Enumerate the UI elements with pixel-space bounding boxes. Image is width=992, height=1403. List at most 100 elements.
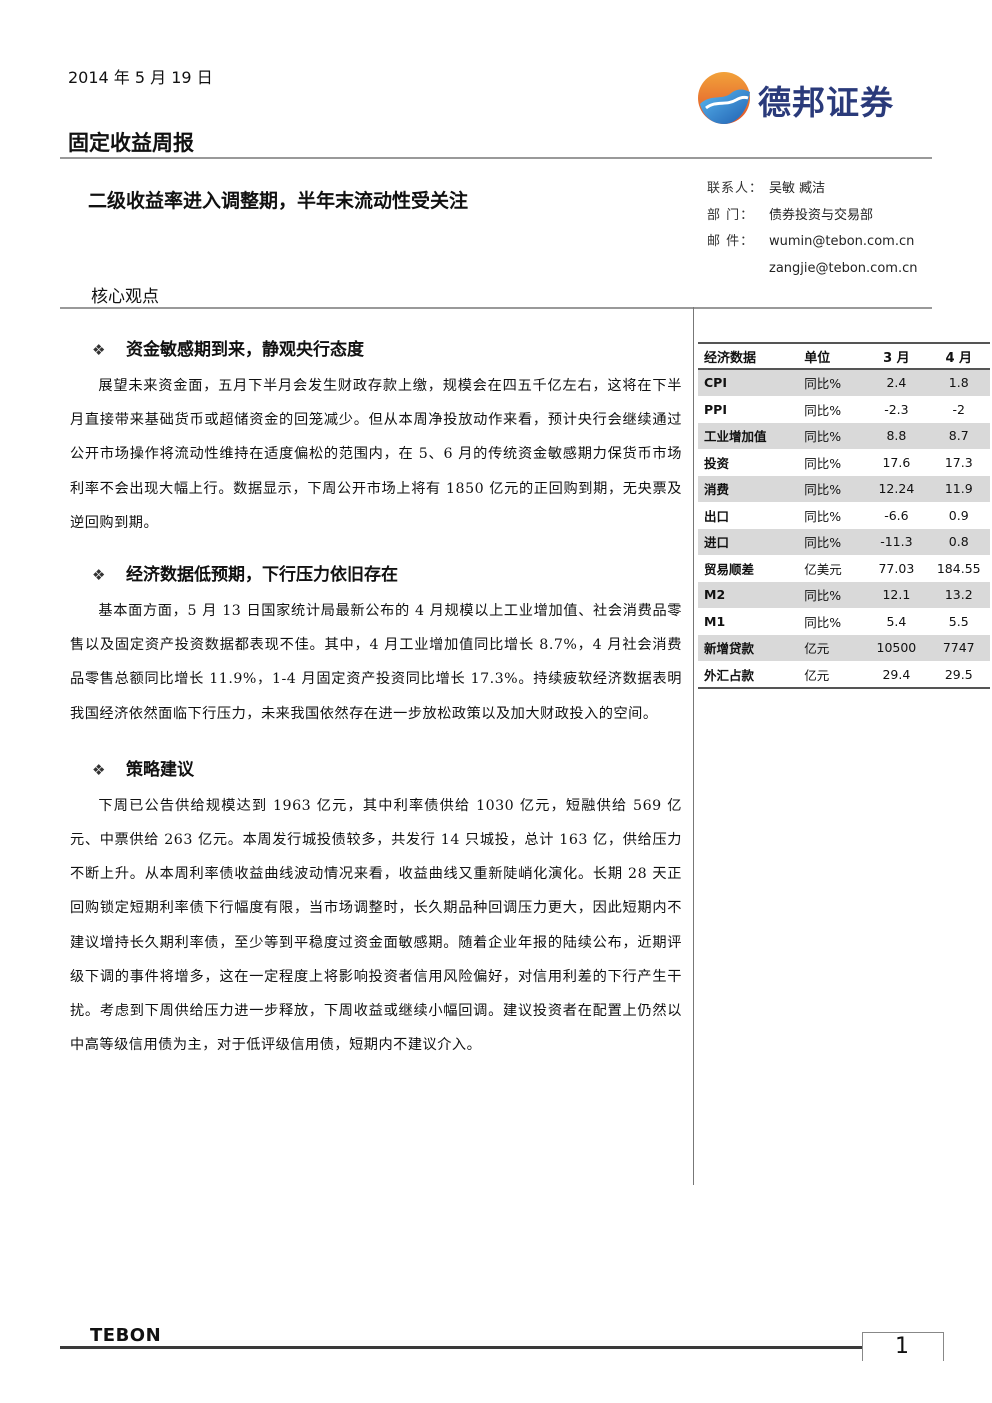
unit-cell: 同比% <box>798 396 866 423</box>
value-cell: 184.55 <box>927 555 990 582</box>
main-column: ❖ 资金敏感期到来，静观央行态度 展望未来资金面，五月下半月会发生财政存款上缴，规… <box>70 340 682 1062</box>
footer-divider <box>60 1346 932 1349</box>
contact-mail-label: 邮 件： <box>707 234 755 250</box>
unit-cell: 同比% <box>798 581 866 609</box>
core-divider <box>60 307 932 309</box>
page-number: 1 <box>895 1334 909 1359</box>
value-cell: -6.6 <box>865 502 928 529</box>
unit-cell: 同比% <box>798 528 866 556</box>
contact-dept-row: 部 门： 债券投资与交易部 <box>707 203 917 230</box>
footer-brand: TEBON <box>90 1325 162 1346</box>
indicator-name-cell: 工业增加值 <box>698 422 799 450</box>
value-cell: 1.8 <box>927 369 990 397</box>
core-views-heading: 核心观点 <box>91 287 159 307</box>
indicator-name-cell: CPI <box>698 369 799 397</box>
value-cell: -2 <box>927 396 990 423</box>
page-number-box <box>862 1332 944 1361</box>
value-cell: 5.4 <box>865 608 928 635</box>
indicator-name-cell: 投资 <box>698 449 799 476</box>
value-cell: -2.3 <box>865 396 928 423</box>
section-heading: ❖策略建议 <box>92 751 682 789</box>
value-cell: 10500 <box>865 634 928 662</box>
contact-mail-link-1[interactable]: wumin@tebon.com.cn <box>769 234 915 250</box>
report-date: 2014 年 5 月 19 日 <box>68 68 213 87</box>
contact-mail-link-2[interactable]: zangjie@tebon.com.cn <box>769 260 918 276</box>
value-cell: -11.3 <box>865 528 928 556</box>
table-header-cell: 经济数据 <box>698 342 799 370</box>
indicator-name-cell: M1 <box>698 608 799 635</box>
section-heading: ❖ 经济数据低预期，下行压力依旧存在 <box>92 556 682 594</box>
unit-cell: 同比% <box>798 475 866 503</box>
value-cell: 29.4 <box>865 661 928 689</box>
value-cell: 17.3 <box>927 449 990 476</box>
contact-mail-row: 邮 件： wumin@tebon.com.cn <box>707 229 917 256</box>
unit-cell: 同比% <box>798 369 866 397</box>
contact-dept-label: 部 门： <box>707 207 755 223</box>
tebon-logo-wordmark: 德邦证券 <box>758 83 894 122</box>
indicator-name-cell: 进口 <box>698 528 799 556</box>
contact-dept-value: 债券投资与交易部 <box>769 207 874 223</box>
value-cell: 77.03 <box>865 555 928 582</box>
value-cell: 5.5 <box>927 608 990 635</box>
contact-block: 联系人： 吴敏 臧洁 部 门： 债券投资与交易部 邮 件： wumin@tebon.c… <box>707 176 917 282</box>
indicator-name-cell: 新增贷款 <box>698 634 799 662</box>
contact-person-label: 联系人： <box>707 181 764 196</box>
value-cell: 12.1 <box>865 581 928 609</box>
indicator-name-cell: 外汇占款 <box>698 661 799 689</box>
diamond-bullet-icon: ❖ <box>92 341 106 359</box>
table-header-cell: 单位 <box>798 342 866 370</box>
tebon-logo-icon <box>698 72 750 124</box>
report-headline: 二级收益率进入调整期，半年末流动性受关注 <box>88 190 469 212</box>
section-body: 下周已公告供给规模达到 1963 亿元，其中利率债供给 1030 亿元，短融供给… <box>70 797 682 1054</box>
value-cell: 13.2 <box>927 581 990 609</box>
indicator-name-cell: M2 <box>698 581 799 609</box>
indicator-name-cell: PPI <box>698 396 799 423</box>
unit-cell: 亿美元 <box>798 555 866 582</box>
value-cell: 0.9 <box>927 502 990 529</box>
section-heading-text: 经济数据低预期，下行压力依旧存在 <box>126 565 398 586</box>
value-cell: 2.4 <box>865 369 928 397</box>
value-cell: 0.8 <box>927 528 990 556</box>
column-divider <box>693 307 694 1185</box>
table-header-cell: 3 月 <box>865 342 928 370</box>
section-body: 展望未来资金面，五月下半月会发生财政存款上缴，规模会在四五千亿左右，这将在下半月… <box>70 378 682 531</box>
contact-person-value: 吴敏 臧洁 <box>769 181 826 196</box>
section-heading: ❖ 资金敏感期到来，静观央行态度 <box>92 331 682 369</box>
value-cell: 12.24 <box>865 475 928 503</box>
contact-mail-row-2: zangjie@tebon.com.cn <box>707 256 917 283</box>
section-body: 基本面方面，5 月 13 日国家统计局最新公布的 4 月规模以上工业增加值、社会… <box>70 603 682 722</box>
table-header-cell: 4 月 <box>927 342 990 370</box>
section-heading-text: 资金敏感期到来，静观央行态度 <box>126 340 364 360</box>
section-heading-text: 策略建议 <box>126 759 194 780</box>
header-divider <box>60 157 932 159</box>
unit-cell: 同比% <box>798 449 866 476</box>
unit-cell: 亿元 <box>798 661 866 689</box>
indicator-name-cell: 消费 <box>698 475 799 503</box>
table-header-row: 经济数据 单位 3 月 4 月 <box>698 342 990 370</box>
diamond-bullet-icon: ❖ <box>92 566 106 585</box>
value-cell: 29.5 <box>927 661 990 689</box>
value-cell: 17.6 <box>865 449 928 476</box>
value-cell: 8.7 <box>927 422 990 450</box>
indicator-name-cell: 贸易顺差 <box>698 555 799 582</box>
indicator-name-cell: 出口 <box>698 502 799 529</box>
value-cell: 11.9 <box>927 475 990 503</box>
unit-cell: 亿元 <box>798 634 866 662</box>
contact-person-row: 联系人： 吴敏 臧洁 <box>707 176 917 203</box>
unit-cell: 同比% <box>798 608 866 635</box>
value-cell: 7747 <box>927 634 990 662</box>
unit-cell: 同比% <box>798 422 866 450</box>
